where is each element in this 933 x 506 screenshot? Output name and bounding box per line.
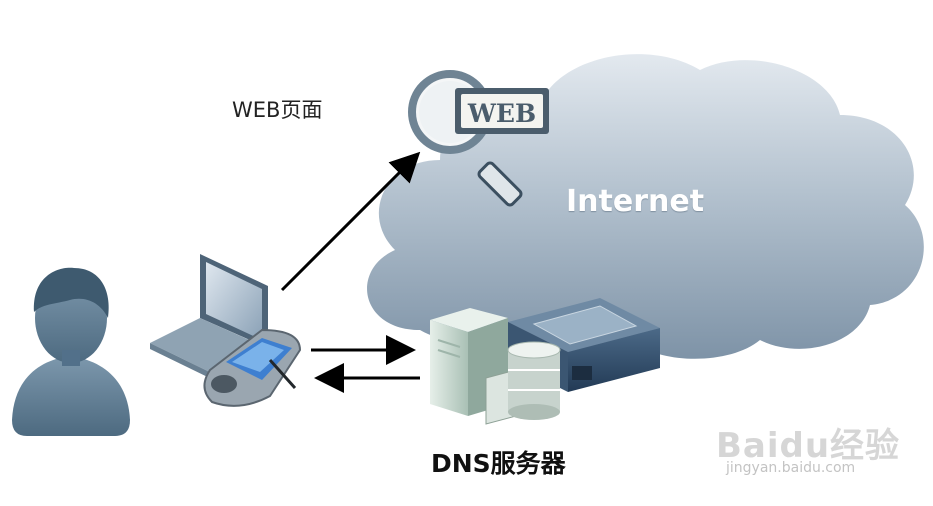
database-icon [507, 341, 561, 420]
arrow-to-web [280, 151, 421, 292]
watermark-url: jingyan.baidu.com [726, 460, 856, 476]
user-icon [12, 267, 130, 436]
magnifier-web-text: WEB [467, 99, 536, 128]
pda-icon [203, 328, 302, 407]
internet-label: Internet [566, 184, 705, 219]
dns-server-label: DNS服务器 [431, 449, 566, 478]
server-icon [430, 308, 517, 425]
watermark-logo: Baidu经验 [716, 426, 901, 466]
magnifier-icon: WEB [408, 70, 549, 207]
web-page-label: WEB页面 [232, 98, 323, 122]
